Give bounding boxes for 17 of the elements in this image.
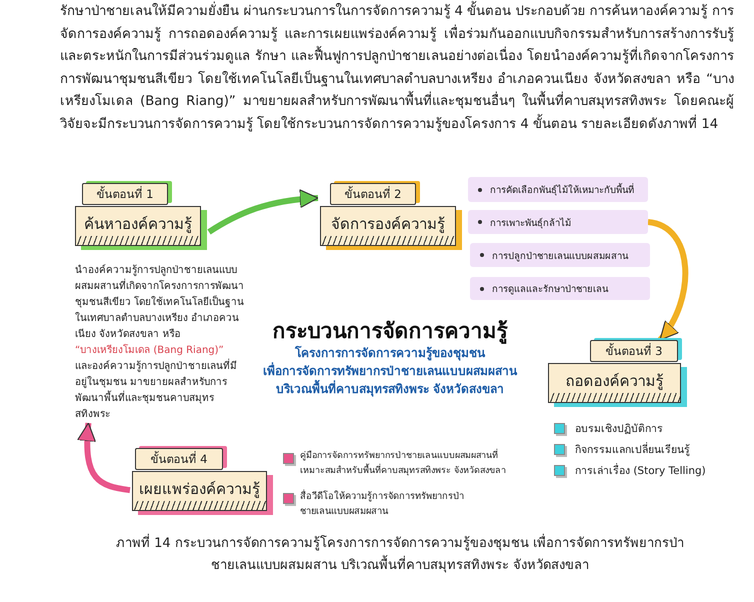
description-text: “บางเหรียงโมเดล (Bang Riang)” — [75, 343, 225, 358]
list-item-box: การคัดเลือกพันธุ์ไม้ให้เหมาะกับพื้นที่ — [468, 177, 648, 202]
list-item-box: การปลูกป่าชายเลนแบบผสมผสาน — [470, 243, 650, 267]
subtitle-text: โครงการการจัดการความรู้ของชุมชน — [294, 344, 486, 362]
list-item-text: คู่มือการจัดการทรัพยากรป่าชายเลนแบบผสมผสานที่เหมาะสมสำหรับพื้นที่คาบสมุทรสทิงพระ จังหวัดสงขลา — [300, 449, 515, 479]
list-item-text: การเล่าเรื่อง (Story Telling) — [575, 462, 707, 479]
diagram-title: กระบวนการจัดการความรู้ — [272, 318, 509, 346]
body-paragraph: รักษาป่าชายเลนให้มีความยั่งยืน ผ่านกระบวนการในการจัดการความรู้ 4 ขั้นตอน ประกอบด้วย การค้นหาองค์ความรู้ การจัดการองค์ความรู้ การถอดองค์ความรู้ และการเผยแพร่องค์ความรู้ เพื่อร่วมกันออกแบบกิจกรรมสำหรับการสร้างการรับรู้และตระหนักในการมีส่วนร่วมดูแล รักษา และฟื้นฟูการปลูกป่าชายเลนอย่างต่อเนื่อง โดยนำองค์ความรู้ที่เกิดจากโครงการการพัฒนาชุมชนสีเขียว โดยใช้เทคโนโลยีเป็นฐานในเทศบาลตำบลบางเหรียง อำเภอควนเนียง จังหวัดสงขลา หรือ “บางเหรียงโมเดล (Bang Riang)” มาขยายผลสำหรับการพัฒนาพื้นที่และชุมชนอื่นๆ ในพื้นที่คาบสมุทรสทิงพระ โดยคณะผู้วิจัยจะมีกระบวนการจัดการความรู้ โดยใช้กระบวนการจัดการความรู้ของโครงการ 4 ขั้นตอน รายละเอียดดังภาพที่ 14 — [60, 1, 734, 136]
description-text: นำองค์ความรู้การปลูกป่าชายเลนแบบผสมผสานที่เกิดจากโครงการการพัฒนาชุมชนสีเขียว โดยใช้เทคโนโลยีเป็นฐานในเทศบาลตำบลบางเหรียง อำเภอควนเนียง จังหวัดสงขลา หรือ — [75, 263, 245, 342]
curved-arrow — [207, 190, 319, 234]
list-item-box: การเพาะพันธุ์กล้าไม้ — [468, 210, 648, 234]
list-item-text: กิจกรรมแลกเปลี่ยนเรียนรู้ — [575, 441, 691, 458]
figure-caption: ภาพที่ 14 กระบวนการจัดการความรู้โครงการการจัดการความรู้ของชุมชน เพื่อการจัดการทรัพยากรป่าชายเลนแบบผสมผสาน บริเวณพื้นที่คาบสมุทรสทิงพระ จังหวัดสงขลา — [105, 533, 695, 577]
list-item-box: การดูแลและรักษาป่าชายเลน — [470, 277, 650, 300]
list-item-text: สื่อวีดีโอให้ความรู้การจัดการทรัพยากรป่าชายเลนแบบผสมผสาน — [300, 489, 465, 519]
list-item-text: อบรมเชิงปฏิบัติการ — [575, 422, 664, 437]
curved-arrow — [78, 422, 130, 494]
